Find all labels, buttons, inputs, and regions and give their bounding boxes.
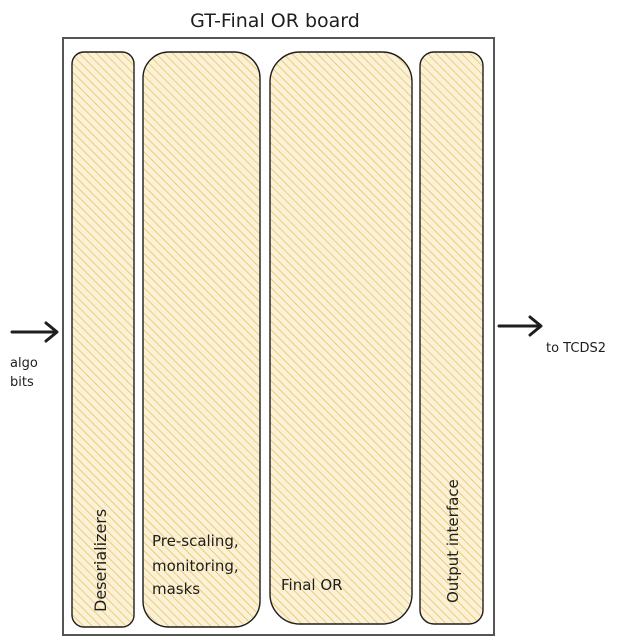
deserializers-label: Deserializers xyxy=(91,509,110,612)
board-title: GT-Final OR board xyxy=(190,10,360,32)
prescaling-label-line-1: Pre-scaling, xyxy=(152,532,239,550)
output-arrow xyxy=(497,315,543,337)
final-or-label: Final OR xyxy=(281,576,343,594)
input-label-line-2: bits xyxy=(10,375,34,390)
input-arrow xyxy=(10,321,59,343)
board-frame xyxy=(62,37,495,636)
output-label: to TCDS2 xyxy=(546,341,606,356)
prescaling-label-line-3: masks xyxy=(152,580,200,598)
final-or-block[interactable]: Final OR xyxy=(269,51,413,625)
prescaling-label-line-2: monitoring, xyxy=(152,557,239,575)
output-interface-label: Output interface xyxy=(444,479,462,603)
input-label-line-1: algo xyxy=(10,356,38,371)
prescaling-block[interactable]: Pre-scaling, monitoring, masks xyxy=(142,51,261,628)
deserializers-block[interactable]: Deserializers xyxy=(71,51,135,628)
output-interface-block[interactable]: Output interface xyxy=(419,51,484,625)
